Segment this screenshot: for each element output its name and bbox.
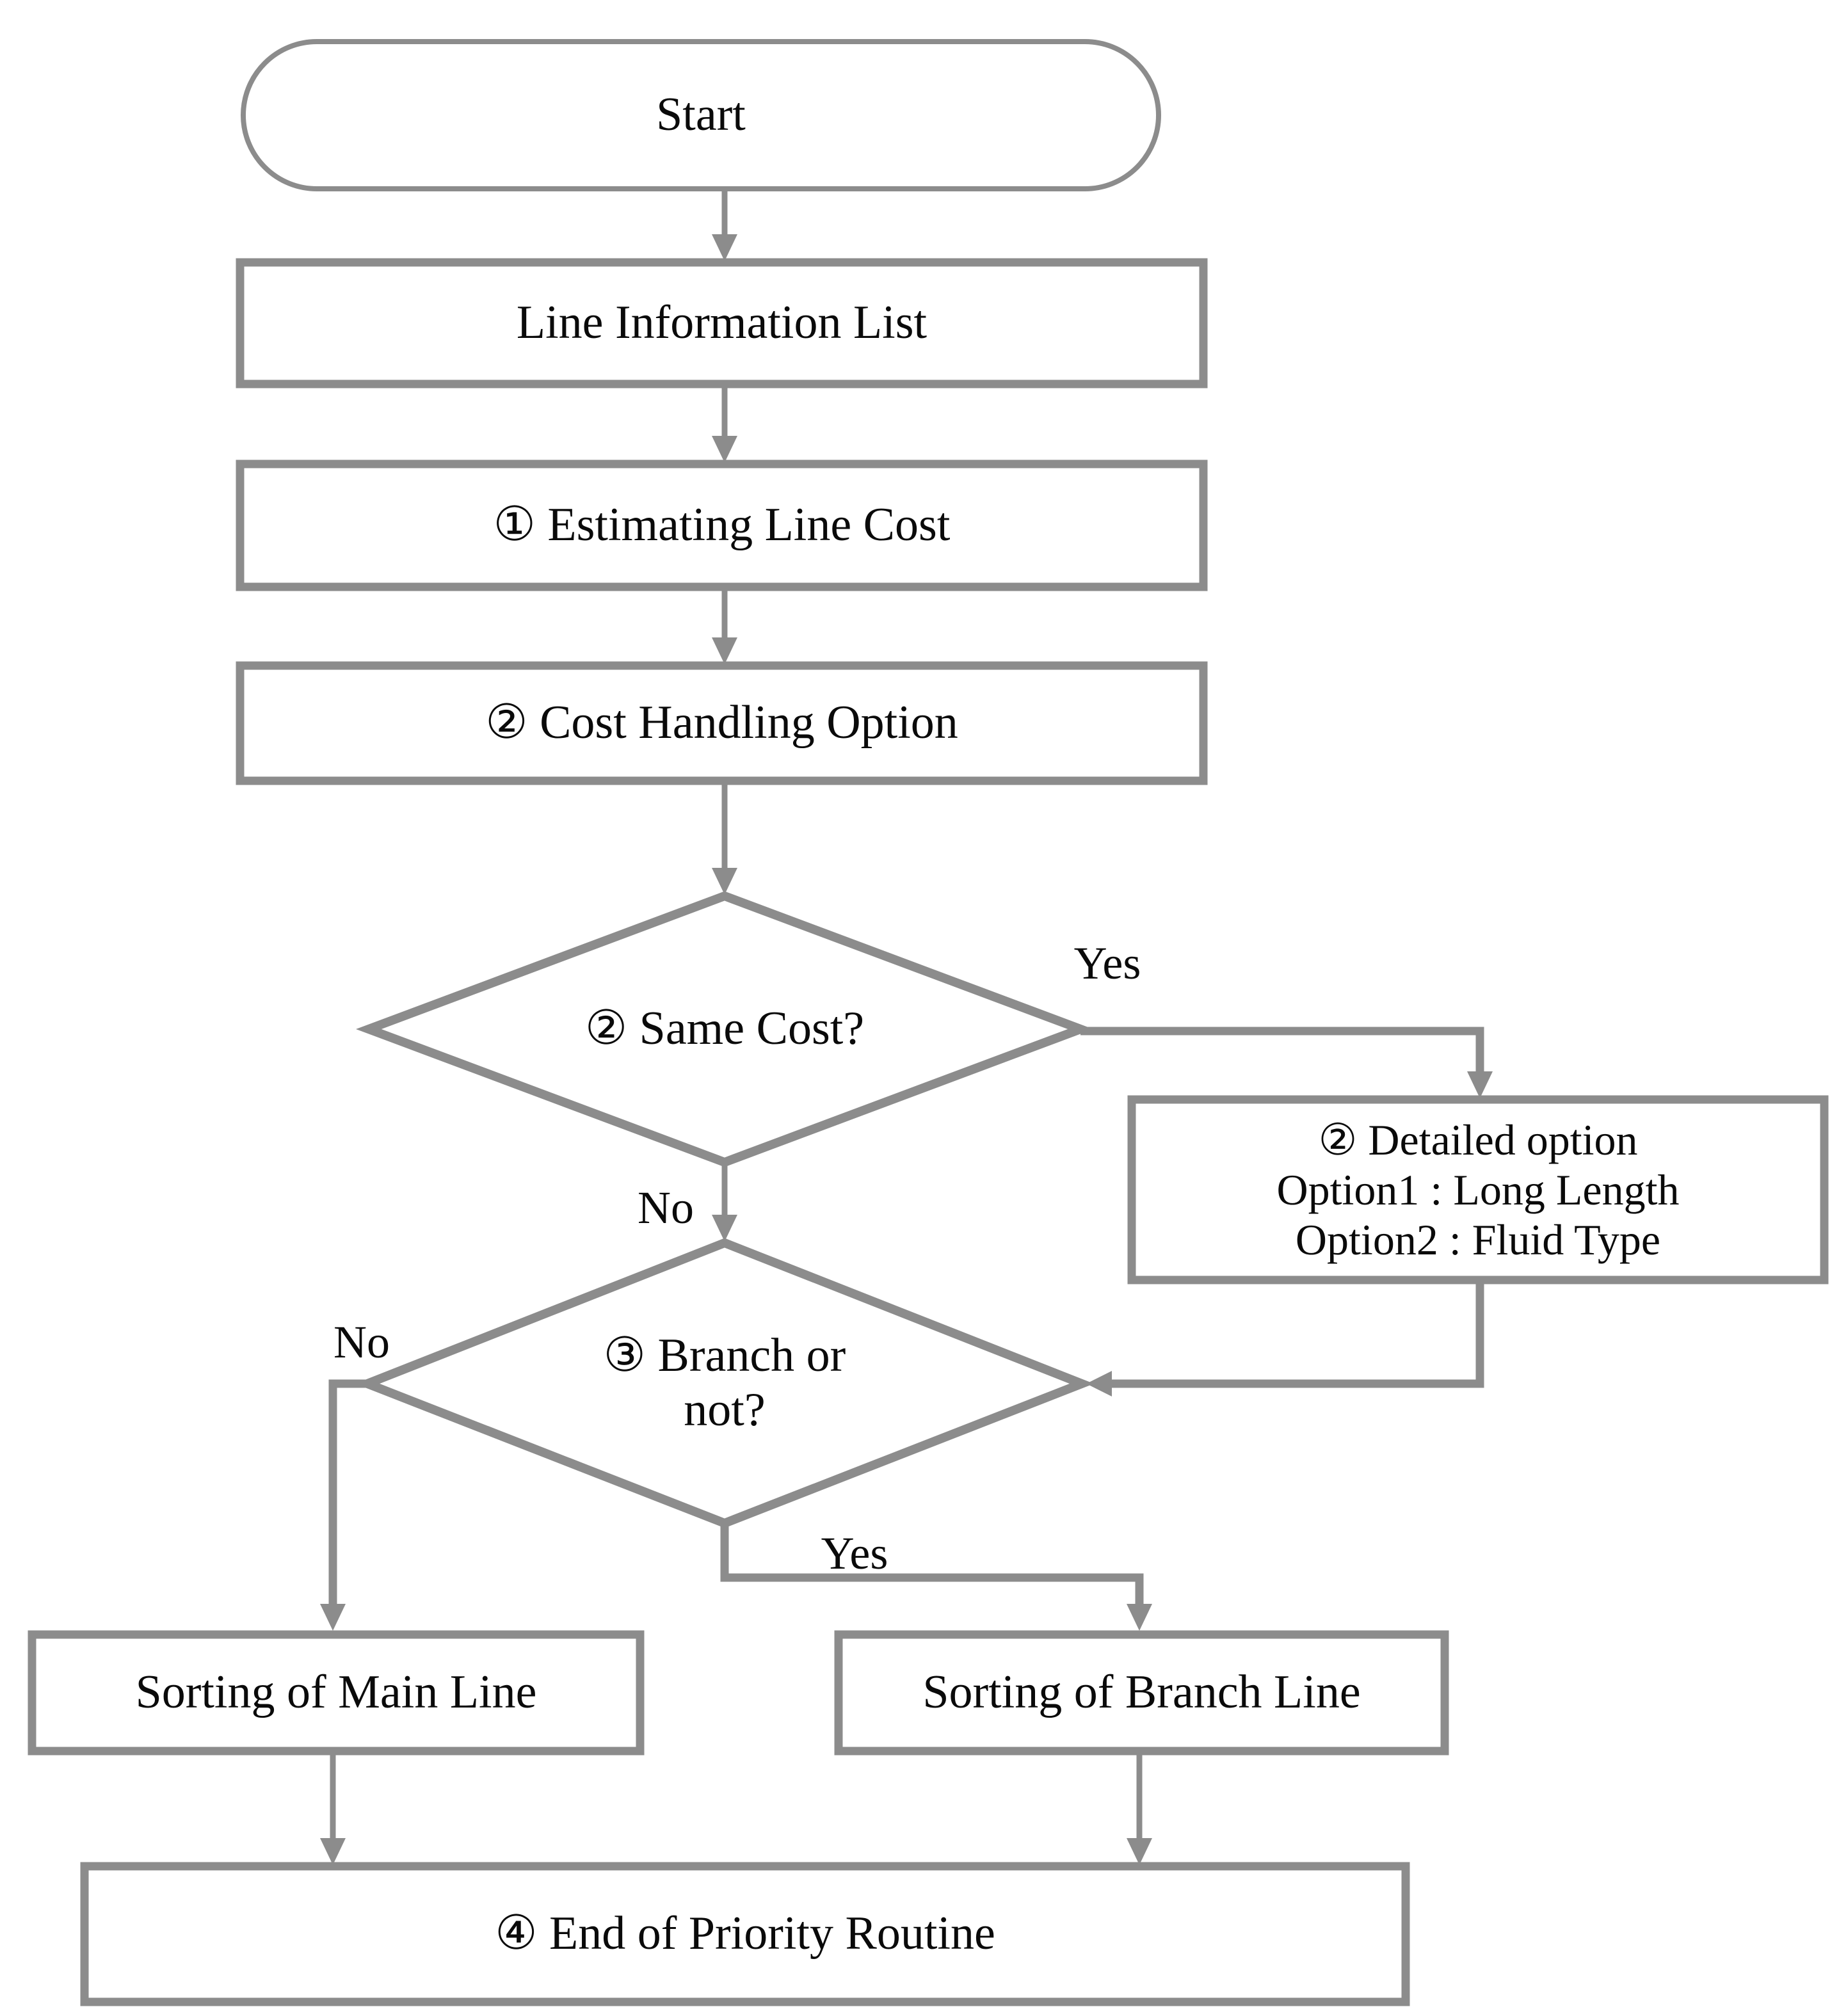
node-end-of-priority-routine-label: ④ End of Priority Routine xyxy=(495,1907,995,1960)
detailed-option-line-2: Option1 : Long Length xyxy=(1276,1165,1680,1214)
node-start-label: Start xyxy=(656,88,746,141)
node-sorting-of-branch-line-label: Sorting of Branch Line xyxy=(922,1666,1361,1719)
node-sorting-of-main-line-label: Sorting of Main Line xyxy=(135,1666,537,1719)
edge-label-branch-yes: Yes xyxy=(821,1528,888,1579)
connector-estimating-to-costhandling xyxy=(712,587,737,664)
connector-branch-no-to-mainline xyxy=(320,1379,369,1631)
connector-samecost-no-to-branch xyxy=(712,1162,737,1242)
connector-samecost-yes-to-detailed xyxy=(1080,1027,1493,1098)
branch-or-not-line-1: ③ Branch or xyxy=(603,1329,846,1382)
node-line-information-list-label: Line Information List xyxy=(516,296,928,349)
connector-lineinfo-to-estimating xyxy=(712,384,737,463)
connector-mainline-to-end xyxy=(320,1751,346,1865)
detailed-option-line-3: Option2 : Fluid Type xyxy=(1295,1215,1661,1265)
node-sorting-of-branch-line-shape xyxy=(834,1630,1449,1756)
connector-start-to-lineinfo xyxy=(712,189,737,261)
connector-costhandling-to-samecost xyxy=(712,781,737,895)
node-branch-or-not-label: ③ Branch or not? xyxy=(367,1243,1082,1523)
branch-or-not-line-2: not? xyxy=(684,1384,766,1436)
node-same-cost-diamond-shape xyxy=(356,891,1093,1167)
node-cost-handling-option-label: ② Cost Handling Option xyxy=(485,696,958,749)
edge-label-same-cost-yes: Yes xyxy=(1073,937,1141,989)
node-detailed-option-label: ② Detailed option Option1 : Long Length … xyxy=(1132,1100,1824,1280)
node-line-information-list-shape xyxy=(236,258,1208,388)
connector-branch-yes-to-branchline xyxy=(720,1523,1152,1631)
detailed-option-line-1: ② Detailed option xyxy=(1318,1115,1638,1164)
edge-label-same-cost-no: No xyxy=(638,1182,694,1233)
node-same-cost-label: ② Same Cost? xyxy=(584,1002,865,1055)
node-estimating-line-cost-label: ① Estimating Line Cost xyxy=(493,499,951,552)
connector-branchline-to-end xyxy=(1127,1751,1152,1865)
node-start-shape xyxy=(241,39,1161,191)
node-cost-handling-option-shape xyxy=(236,661,1208,785)
node-branch-or-not-diamond-shape xyxy=(355,1238,1095,1528)
connector-detailed-to-branch xyxy=(1086,1280,1484,1396)
node-end-of-priority-routine-shape xyxy=(80,1862,1410,2006)
node-sorting-of-main-line-shape xyxy=(28,1630,645,1756)
edge-label-branch-no: No xyxy=(333,1316,390,1368)
node-estimating-line-cost-shape xyxy=(236,460,1208,591)
node-detailed-option-shape xyxy=(1127,1095,1829,1284)
